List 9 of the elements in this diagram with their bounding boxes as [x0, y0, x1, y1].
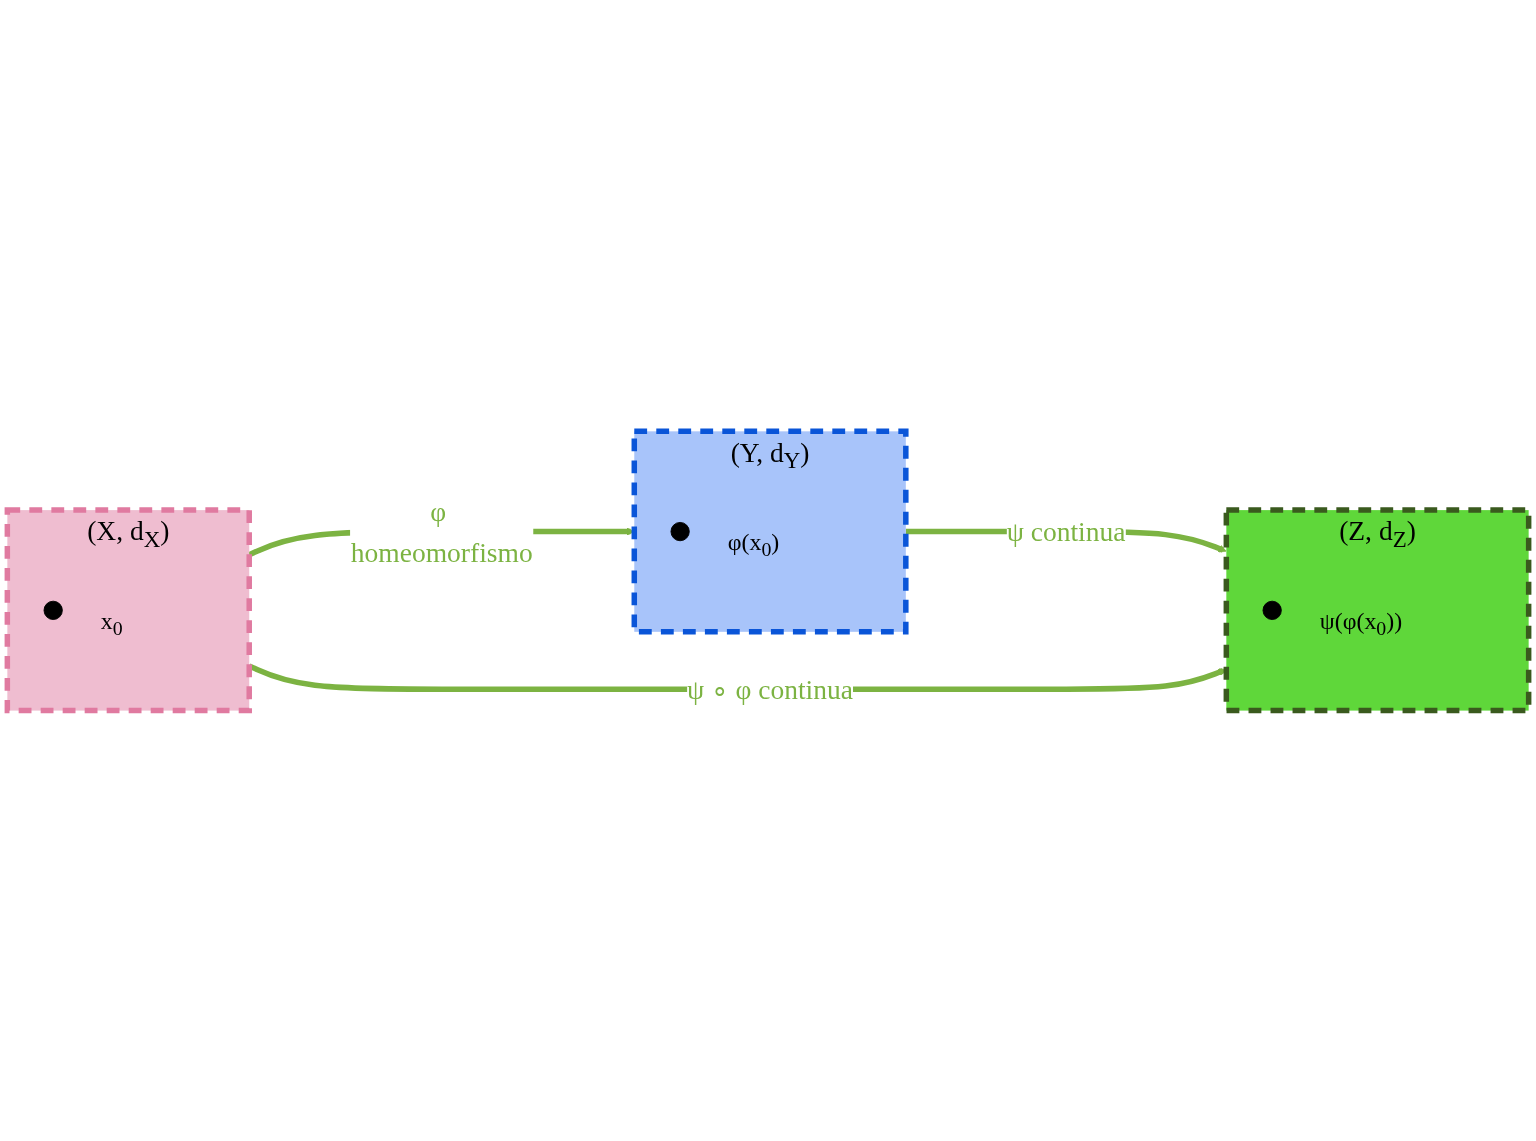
node-label: x$_{0}$	[100, 607, 123, 639]
node-circle	[43, 600, 63, 620]
edge-label: ψ ∘ φ continua	[687, 673, 853, 704]
edge-label: φ homeomorfismo	[350, 495, 533, 567]
node-circle	[1262, 600, 1282, 620]
node-label: φ(x$_{0}$)	[727, 528, 780, 560]
edge-label: ψ continua	[1006, 515, 1126, 547]
node-label: ψ(φ(x$_{0}$))	[1319, 607, 1403, 639]
node-circle	[670, 521, 690, 541]
